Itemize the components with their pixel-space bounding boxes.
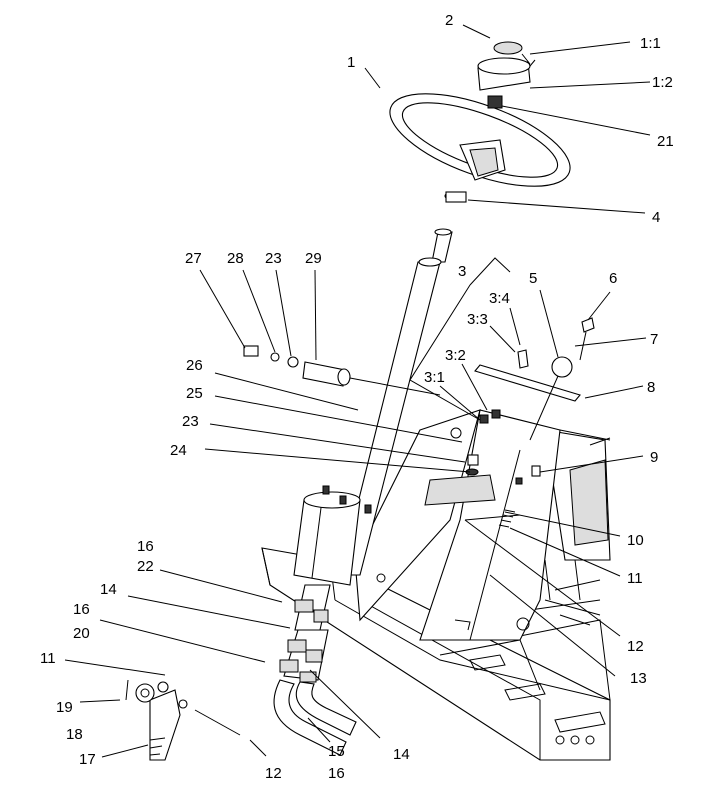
- label-27: 27: [185, 250, 202, 267]
- label-15: 15: [328, 743, 345, 760]
- label-3-2: 3:2: [445, 347, 466, 364]
- label-22: 22: [137, 558, 154, 575]
- label-11-right: 11: [627, 570, 643, 587]
- label-21: 21: [657, 133, 674, 150]
- label-26: 26: [186, 357, 203, 374]
- label-3: 3: [458, 263, 466, 280]
- label-23-top: 23: [265, 250, 282, 267]
- label-13: 13: [630, 670, 647, 687]
- label-19: 19: [56, 699, 73, 716]
- label-5: 5: [529, 270, 537, 287]
- steering-wheel: [389, 93, 571, 203]
- control-parts: [465, 317, 595, 641]
- wheel-cap-parts: [477, 41, 536, 109]
- label-16-b: 16: [73, 601, 90, 618]
- chassis-frame: [261, 429, 611, 761]
- steering-column: [293, 228, 453, 586]
- label-18: 18: [66, 726, 83, 743]
- label-16-a: 16: [137, 538, 154, 555]
- callout-labels: 2 1:1 1 1:2 21 4 27 28 23 29 3 5 6 3:4 3…: [40, 12, 674, 782]
- label-3-4: 3:4: [489, 290, 510, 307]
- label-20: 20: [73, 625, 90, 642]
- label-14-bottom: 14: [393, 746, 410, 763]
- label-23-mid: 23: [182, 413, 199, 430]
- steering-valve-fittings: [279, 584, 331, 683]
- label-2: 2: [445, 12, 453, 29]
- label-16-c: 16: [328, 765, 345, 782]
- label-6: 6: [609, 270, 617, 287]
- label-1: 1: [347, 54, 355, 71]
- label-1-2: 1:2: [652, 74, 673, 91]
- label-10: 10: [627, 532, 644, 549]
- label-29: 29: [305, 250, 322, 267]
- label-4: 4: [652, 209, 660, 226]
- leader-lines: [64, 24, 651, 758]
- label-3-3: 3:3: [467, 311, 488, 328]
- label-17: 17: [79, 751, 96, 768]
- hydraulic-hoses: [273, 679, 357, 756]
- label-25: 25: [186, 385, 203, 402]
- label-9: 9: [650, 449, 658, 466]
- label-24: 24: [170, 442, 187, 459]
- label-12-right: 12: [627, 638, 644, 655]
- label-11-left: 11: [40, 650, 56, 667]
- pedal-panel-right: [419, 409, 561, 641]
- label-1-1: 1:1: [640, 35, 661, 52]
- pedal-bracket-assembly: [125, 679, 241, 761]
- label-8: 8: [647, 379, 655, 396]
- label-14-left: 14: [100, 581, 117, 598]
- label-12-bottom: 12: [265, 765, 282, 782]
- label-3-1: 3:1: [424, 369, 445, 386]
- label-7: 7: [650, 331, 658, 348]
- bracket-hardware: [243, 345, 441, 396]
- label-28: 28: [227, 250, 244, 267]
